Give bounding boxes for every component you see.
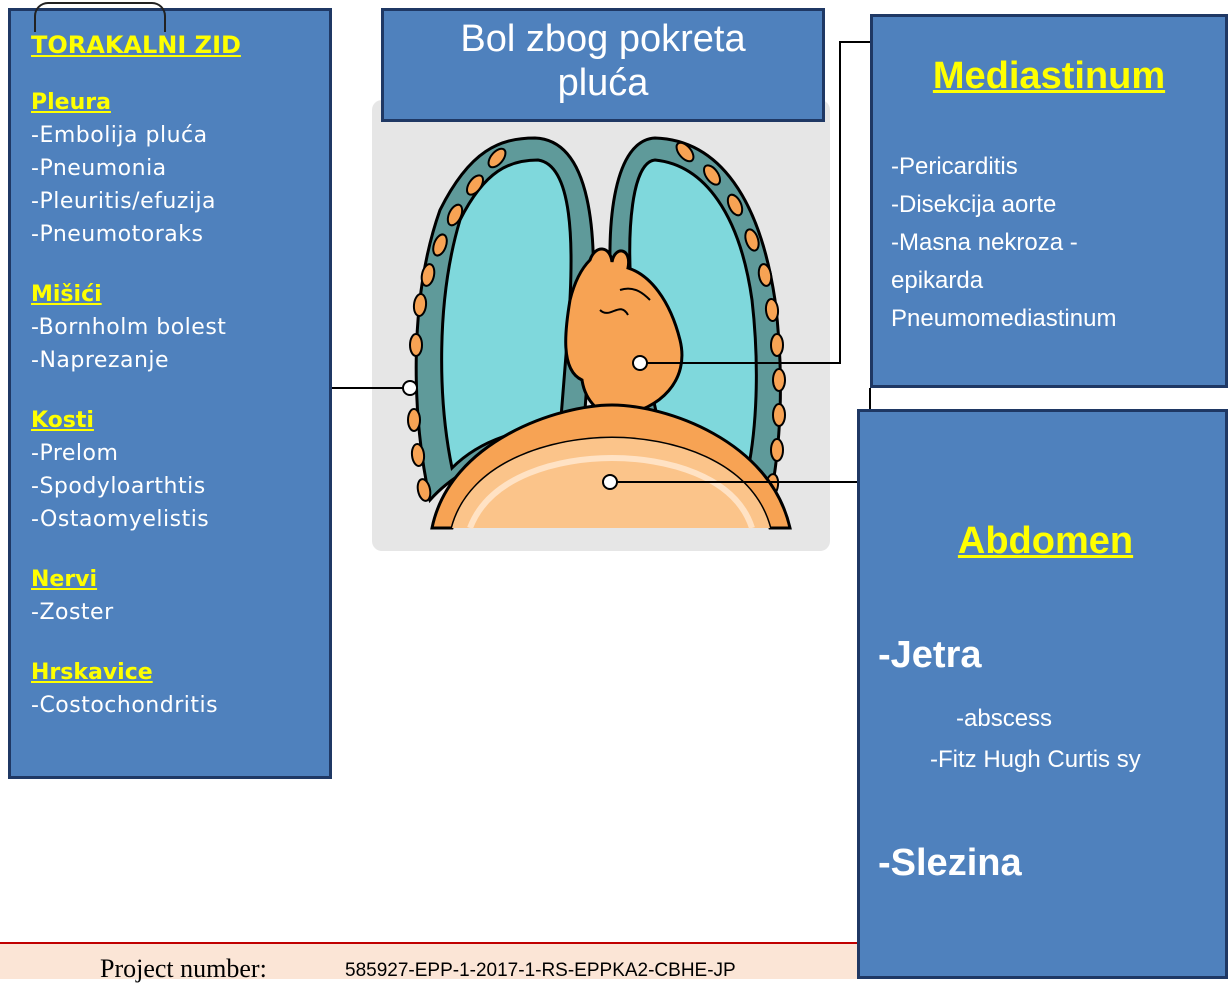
list-item: -Disekcija aorte bbox=[891, 186, 1225, 224]
list-item: Pneumomediastinum bbox=[891, 300, 1225, 338]
list-item: -Zoster bbox=[31, 596, 329, 629]
list-item: -Pleuritis/efuzija bbox=[31, 185, 329, 218]
section-nerves: Nervi -Zoster bbox=[31, 564, 329, 629]
section-heading: Nervi bbox=[31, 564, 329, 596]
section-heading: Kosti bbox=[31, 405, 329, 437]
thoracic-wall-box: TORAKALNI ZID Pleura -Embolija pluća -Pn… bbox=[8, 8, 332, 779]
lung-motion-pain-box: Bol zbog pokreta pluća bbox=[381, 8, 825, 122]
section-muscles: Mišići -Bornholm bolest -Naprezanje bbox=[31, 279, 329, 377]
list-item: -Pneumonia bbox=[31, 152, 329, 185]
list-item: -Fitz Hugh Curtis sy bbox=[930, 746, 1141, 774]
spleen-heading: -Slezina bbox=[878, 842, 1022, 885]
abdomen-box: Abdomen -Jetra -abscess -Fitz Hugh Curti… bbox=[857, 409, 1228, 979]
lung-motion-title-line1: Bol zbog pokreta bbox=[384, 17, 822, 61]
section-heading: Hrskavice bbox=[31, 657, 329, 689]
section-pleura: Pleura -Embolija pluća -Pneumonia -Pleur… bbox=[31, 87, 329, 251]
heart-marker bbox=[633, 356, 647, 370]
footer-bar: Project number: 585927-EPP-1-2017-1-RS-E… bbox=[0, 942, 857, 979]
list-item: -Ostaomyelistis bbox=[31, 503, 329, 536]
mediastinum-title: Mediastinum bbox=[891, 55, 1225, 98]
abdomen-title: Abdomen bbox=[860, 520, 1228, 563]
pleura-marker bbox=[403, 381, 417, 395]
list-item: epikarda bbox=[891, 262, 1225, 300]
section-heading: Pleura bbox=[31, 87, 329, 119]
list-item: -Pericarditis bbox=[891, 148, 1225, 186]
section-cartilage: Hrskavice -Costochondritis bbox=[31, 657, 329, 722]
mediastinum-box: Mediastinum -Pericarditis -Disekcija aor… bbox=[870, 14, 1228, 388]
list-item: -Prelom bbox=[31, 437, 329, 470]
list-item: -Masna nekroza - bbox=[891, 224, 1225, 262]
diaphragm-marker bbox=[603, 475, 617, 489]
list-item: -Spodyloarthtis bbox=[31, 470, 329, 503]
list-item: -Pneumotoraks bbox=[31, 218, 329, 251]
decorative-tab-outline bbox=[34, 2, 166, 32]
list-item: -Costochondritis bbox=[31, 689, 329, 722]
lung-motion-title-line2: pluća bbox=[384, 61, 822, 105]
list-item: -Embolija pluća bbox=[31, 119, 329, 152]
liver-heading: -Jetra bbox=[878, 634, 982, 677]
thoracic-wall-title: TORAKALNI ZID bbox=[31, 31, 329, 59]
project-number-label: Project number: bbox=[100, 954, 267, 984]
list-item: -abscess bbox=[956, 705, 1052, 733]
list-item: -Bornholm bolest bbox=[31, 311, 329, 344]
section-heading: Mišići bbox=[31, 279, 329, 311]
list-item: -Naprezanje bbox=[31, 344, 329, 377]
section-bones: Kosti -Prelom -Spodyloarthtis -Ostaomyel… bbox=[31, 405, 329, 536]
